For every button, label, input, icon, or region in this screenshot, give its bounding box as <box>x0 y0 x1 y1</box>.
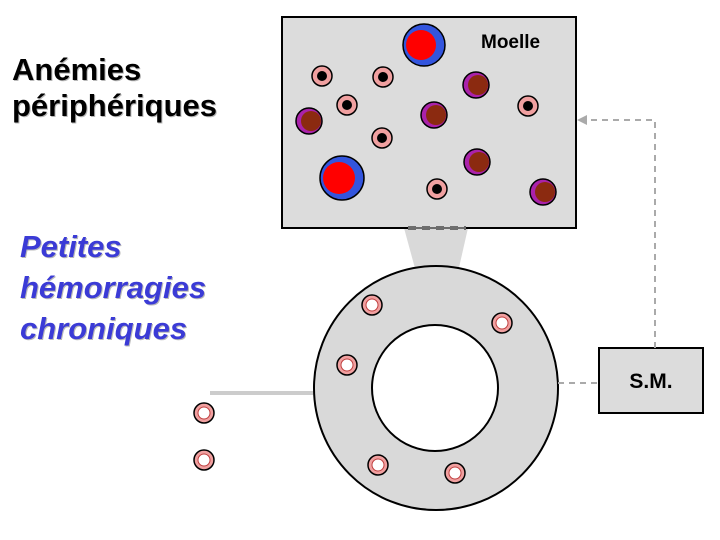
subtitle-line-3: chroniques <box>20 311 188 346</box>
lost-red-blood-cell <box>193 449 215 471</box>
erythroblast <box>371 127 393 149</box>
erythroblast <box>372 66 394 88</box>
marrow-funnel <box>404 228 468 272</box>
blast-cell-core <box>406 30 436 60</box>
red-blood-cell <box>444 462 466 484</box>
granulocyte <box>462 71 490 99</box>
red-blood-cell <box>491 312 513 334</box>
subtitle-line-2: hémorragies <box>20 270 207 305</box>
granulocyte <box>463 148 491 176</box>
sm-to-marrow-feedback <box>584 119 656 348</box>
granulocyte <box>295 107 323 135</box>
blast-cells <box>319 23 446 201</box>
red-blood-cell <box>336 354 358 376</box>
red-blood-cell <box>361 294 383 316</box>
circulation-ring <box>312 265 560 511</box>
granulocyte <box>529 178 557 206</box>
title: Anémies périphériques <box>12 52 217 124</box>
erythroblast-cells <box>311 65 539 200</box>
subtitle-line-1: Petites <box>20 229 122 264</box>
feedback-arrowhead <box>577 115 587 125</box>
sm-box <box>598 347 704 414</box>
title-line-2: périphériques <box>12 88 217 123</box>
sm-label: S.M. <box>629 370 672 393</box>
erythroblast <box>426 178 448 200</box>
granulocyte-cells <box>295 71 557 206</box>
lost-red-cells <box>193 402 215 471</box>
erythroblast <box>336 94 358 116</box>
blast-cell-core <box>323 162 355 194</box>
lost-red-blood-cell <box>193 402 215 424</box>
erythroblast <box>311 65 333 87</box>
red-blood-cell <box>367 454 389 476</box>
subtitle: Petites hémorragies chroniques <box>20 226 206 349</box>
erythroblast <box>517 95 539 117</box>
marrow-label: Moelle <box>481 32 540 53</box>
circulating-red-cells <box>336 294 513 484</box>
title-line-1: Anémies <box>12 52 142 87</box>
granulocyte <box>420 101 448 129</box>
